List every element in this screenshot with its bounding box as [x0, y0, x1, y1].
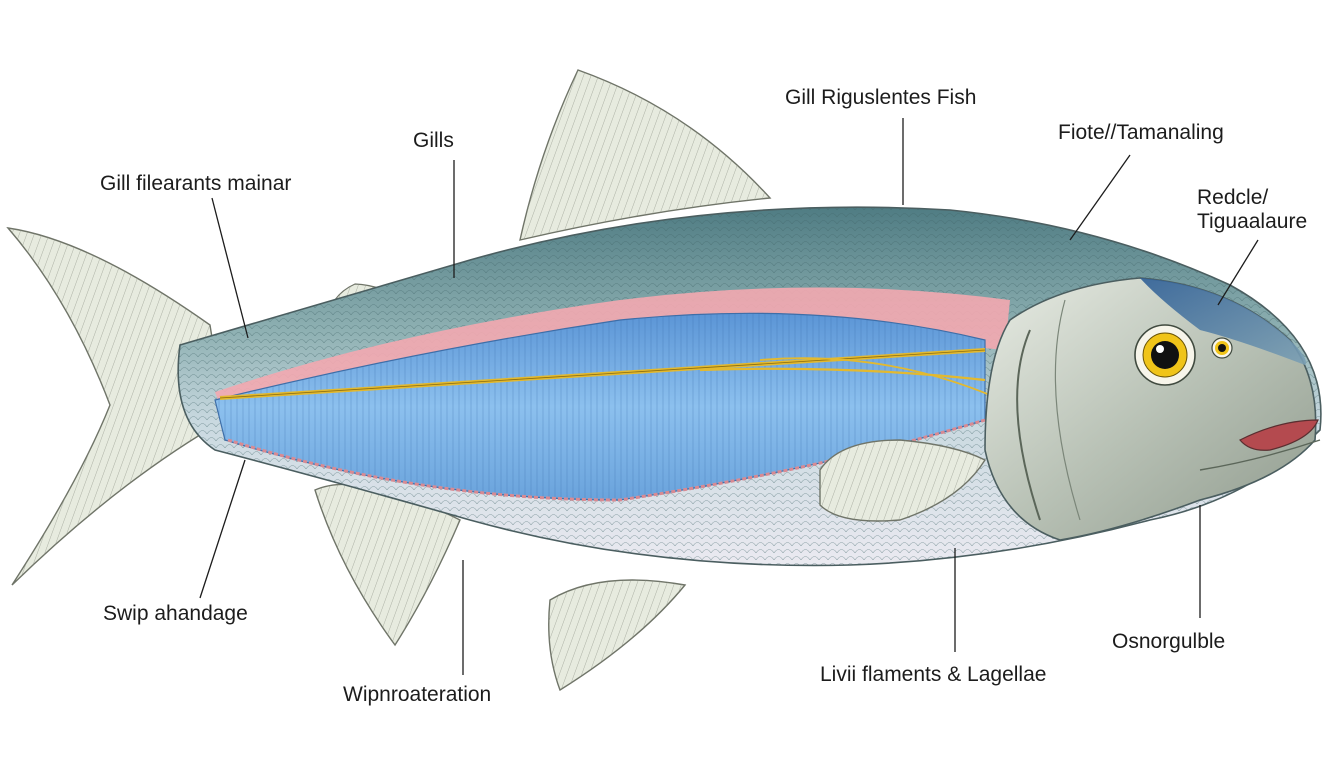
leader-redcle	[1217, 239, 1259, 306]
leader-swip	[199, 459, 246, 599]
label-redcle-tiguaalaure: Redcle/ Tiguaalaure	[1197, 186, 1337, 234]
label-redcle-line1: Redcle/	[1197, 186, 1269, 209]
label-gill-riguslentes-fish: Gill Riguslentes Fish	[785, 86, 977, 109]
lateral-line	[219, 348, 991, 400]
label-redcle-line2: Tiguaalaure	[1197, 210, 1308, 233]
fish-eye	[1134, 324, 1196, 386]
label-wipnroateration: Wipnroateration	[343, 683, 492, 706]
caudal-fin	[6, 227, 226, 586]
leader-lines	[199, 118, 1259, 675]
dorsal-fin	[519, 69, 772, 241]
label-fiote-tamanaling: Fiote//Tamanaling	[1058, 121, 1224, 144]
label-livii-flaments-lagellae: Livii flaments & Lagellae	[820, 663, 1047, 686]
label-swip-ahandage: Swip ahandage	[103, 602, 248, 625]
fish-nostril	[1211, 337, 1233, 359]
label-gill-filearants-mainar: Gill filearants mainar	[100, 172, 292, 195]
pink-lining	[227, 418, 986, 502]
label-osnorgulble: Osnorgulble	[1112, 630, 1226, 653]
leader-gill-filearants	[211, 197, 249, 339]
pelvic-fin	[548, 579, 687, 692]
fish-head	[984, 277, 1321, 541]
pectoral-fin	[819, 439, 987, 522]
label-gills: Gills	[413, 129, 454, 152]
leader-fiote	[1069, 154, 1131, 241]
muscle-region	[214, 312, 986, 501]
